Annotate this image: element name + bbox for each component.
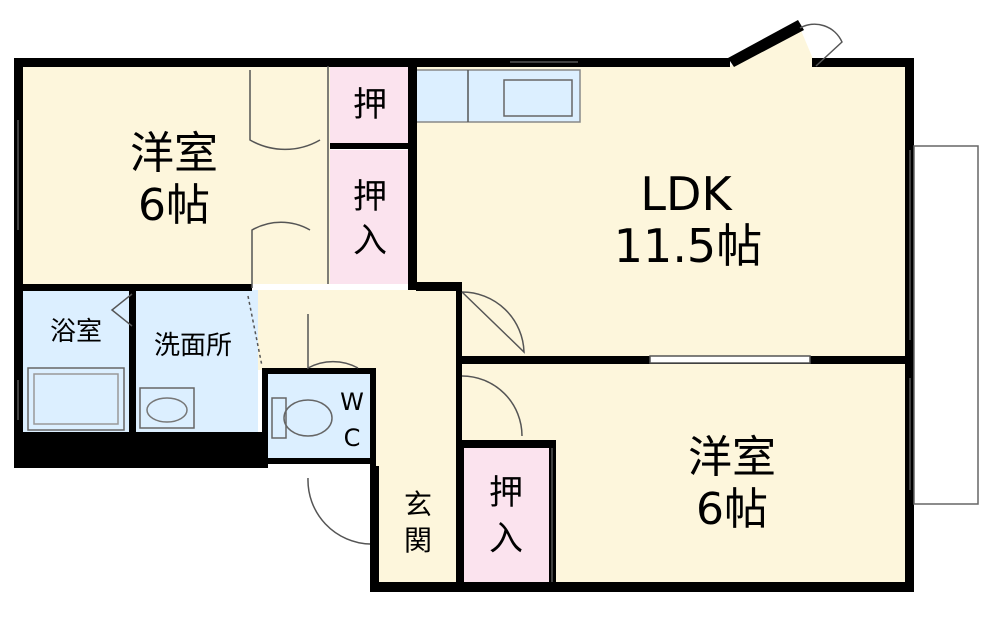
wall-closet-bottom-left (456, 440, 464, 590)
closet-top-line1: 押 (353, 177, 387, 217)
closet-bottom-line2: 入 (489, 519, 523, 559)
wall-toilet-top (262, 368, 374, 374)
toilet-bowl (283, 399, 333, 437)
entrance-line2: 関 (404, 524, 432, 557)
wall-bath-wash (129, 290, 136, 432)
sink (503, 79, 573, 117)
entrance-area (378, 466, 458, 584)
wall-hall-right (456, 290, 462, 444)
wall-bath-bottom (14, 432, 268, 468)
entrance-line1: 玄 (404, 488, 432, 521)
washroom-area (136, 290, 258, 432)
hallway-area (250, 290, 458, 370)
western-room-top-left-size: 6帖 (138, 180, 210, 231)
wall-room-bottom (14, 284, 252, 291)
ldk-size: 11.5帖 (614, 219, 762, 273)
closet-side-area (458, 364, 553, 444)
fixtures (17, 23, 979, 582)
door-swing-ldk (461, 291, 525, 354)
door-swing-bay (799, 23, 843, 67)
washbasin-bowl (146, 397, 188, 423)
wall-closet-right (408, 58, 417, 290)
bathtub (27, 367, 125, 431)
washroom-label: 洗面所 (154, 331, 232, 361)
washbasin (139, 387, 195, 429)
wall-toilet-right (370, 368, 376, 466)
door-swing-bedroom (461, 375, 523, 437)
western-room-bottom-right-size: 6帖 (696, 484, 768, 535)
wall-closet-bottom-top (456, 440, 556, 448)
western-room-top-left-area (22, 66, 330, 284)
door-swing-room-hall (251, 221, 311, 288)
bath-door (110, 293, 133, 327)
wall-bay (728, 20, 804, 67)
kitchen-counter (415, 69, 581, 123)
closet-top-line2: 入 (353, 221, 387, 261)
ldk-name: LDK (640, 167, 733, 221)
closet-bottom-line1: 押 (489, 473, 523, 513)
sliding-door-ldk (649, 355, 811, 364)
labels: 洋室 6帖 押 押 入 LDK 11.5帖 浴室 洗面所 W C 玄 関 押 入… (50, 85, 776, 559)
door-swing-top-left (249, 70, 321, 151)
wall-entrance-left (370, 466, 379, 592)
bathroom-label: 浴室 (50, 317, 102, 347)
door-swing-toilet (307, 314, 359, 370)
wall-ldk-hall (416, 282, 462, 291)
western-room-bottom-right-name: 洋室 (688, 432, 776, 483)
window-balcony (913, 145, 979, 505)
closet-bottom-area (464, 448, 550, 582)
wall-top-left (14, 58, 416, 67)
bathtub-inner (33, 373, 119, 425)
closet-small-label: 押 (353, 85, 387, 125)
wall-ldk-top-right (812, 58, 914, 67)
toilet-tank (271, 397, 287, 439)
closet-top-area (330, 150, 410, 284)
wall-closet-divider (330, 143, 410, 149)
bathroom-area (22, 290, 130, 432)
closet-small-area (330, 66, 410, 144)
hallway-lower-area (376, 370, 458, 468)
toilet-area (268, 374, 370, 458)
western-room-bottom-right-area (553, 364, 906, 584)
door-swing-entrance (307, 477, 371, 545)
toilet-line1: W (340, 388, 364, 416)
wall-toilet-left (262, 368, 268, 462)
western-room-top-left-name: 洋室 (130, 128, 218, 179)
wall-bottom (370, 582, 914, 592)
wall-toilet-bottom (262, 458, 376, 464)
toilet-line2: C (344, 424, 361, 452)
wall-left (14, 58, 23, 468)
